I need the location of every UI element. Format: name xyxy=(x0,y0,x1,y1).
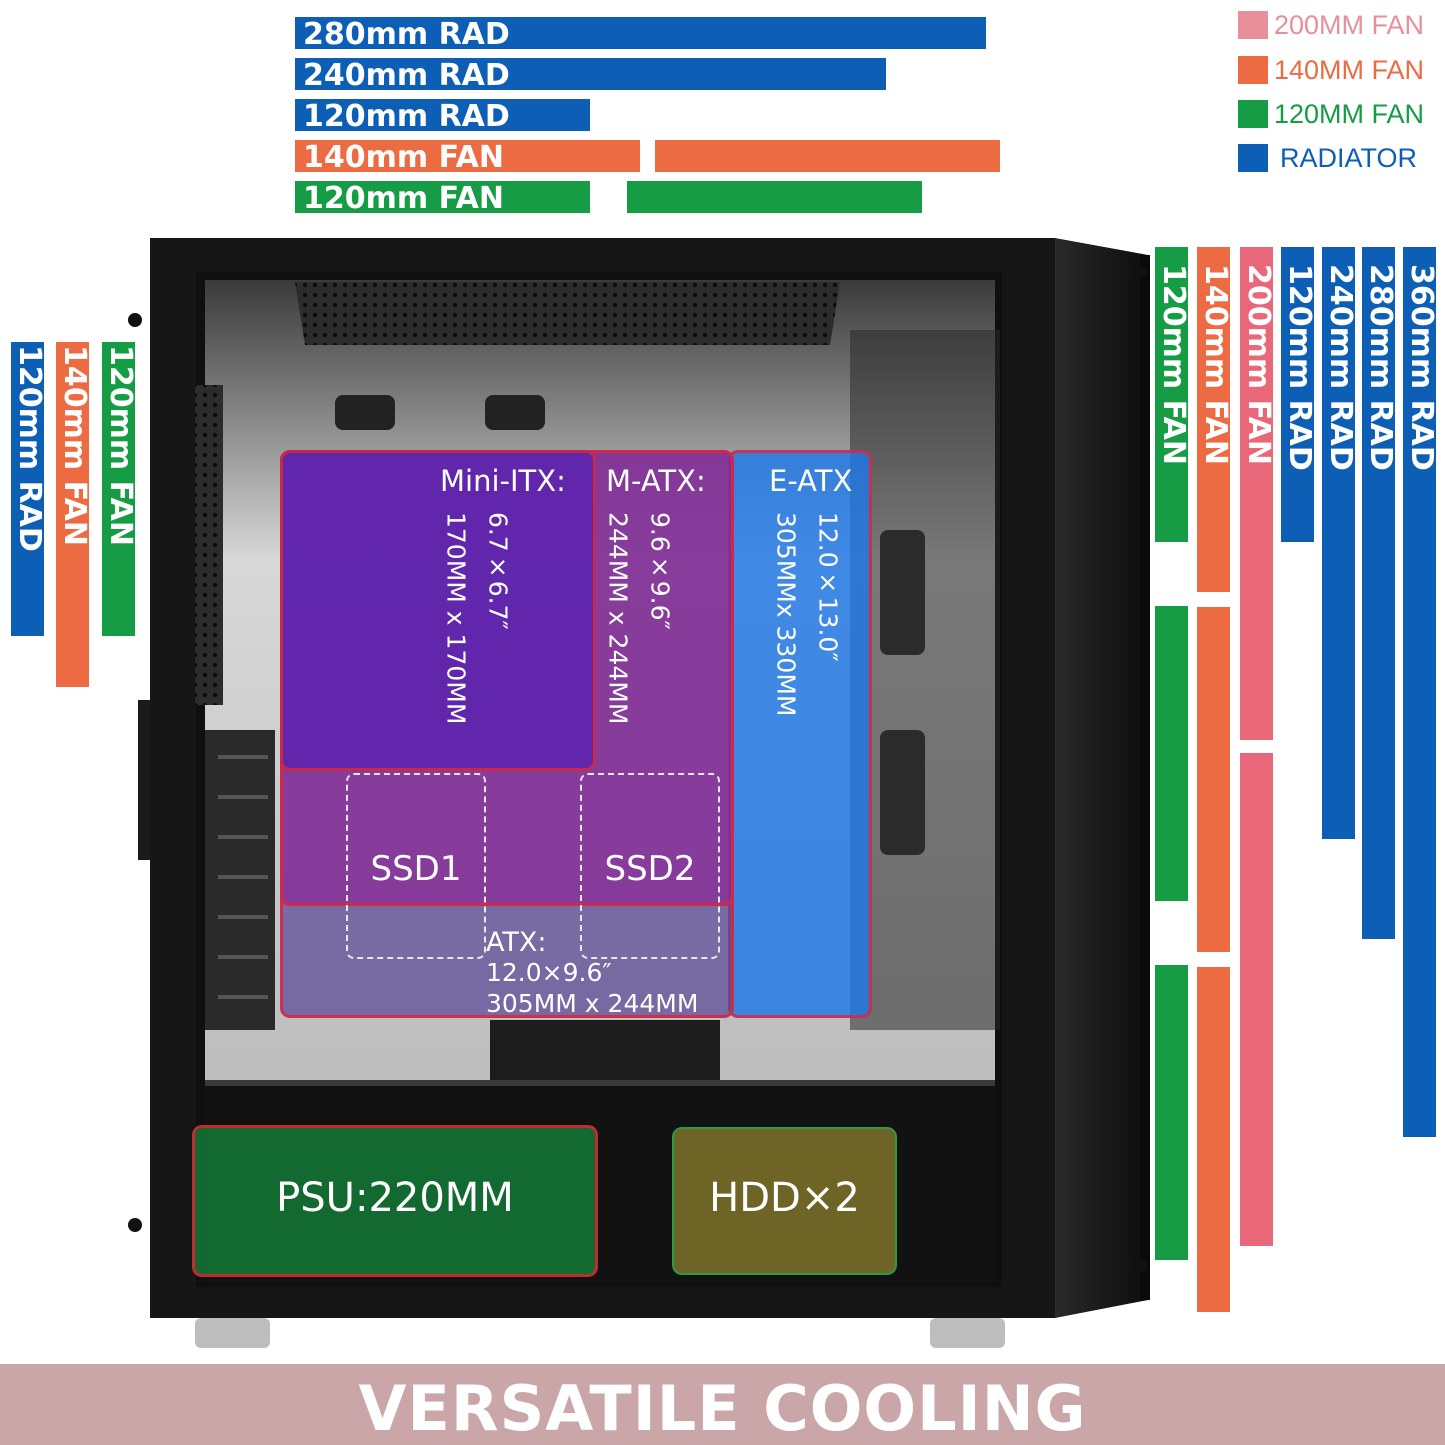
e-atx-mm: 305MMx 330MM xyxy=(771,512,801,717)
top-140mm-fan-bar-1 xyxy=(295,140,640,172)
front-120mm-fan-bar-1 xyxy=(1155,247,1188,542)
psu-bay xyxy=(192,1125,598,1277)
front-120mm-fan-bar-3 xyxy=(1155,965,1188,1260)
top-120mm-rad-bar xyxy=(295,99,590,131)
ssd2-label: SSD2 xyxy=(604,849,696,889)
front-360mm-rad-label: 360mm RAD xyxy=(1404,264,1439,471)
front-240mm-rad-bar xyxy=(1322,247,1355,839)
front-140mm-fan-bar-3 xyxy=(1197,967,1230,1312)
legend-swatch-120mm-fan xyxy=(1238,100,1268,128)
rear-120mm-fan-label: 120mm FAN xyxy=(103,345,138,546)
psu-label: PSU:220MM xyxy=(276,1175,514,1221)
front-200mm-fan-label: 200mm FAN xyxy=(1241,264,1276,465)
front-120mm-rad-bar xyxy=(1281,247,1314,542)
front-140mm-fan-label: 140mm FAN xyxy=(1198,264,1233,465)
mini-itx-board-outline xyxy=(280,450,596,771)
rear-120mm-rad-label: 120mm RAD xyxy=(12,345,47,552)
top-140mm-fan-label: 140mm FAN xyxy=(303,140,504,175)
atx-mm: 305MM x 244MM xyxy=(486,989,699,1018)
top-120mm-fan-bar-1 xyxy=(295,181,590,213)
front-200mm-fan-bar-1 xyxy=(1240,247,1273,740)
legend-label-120mm-fan: 120MM FAN xyxy=(1274,99,1425,129)
m-atx-title: M-ATX: xyxy=(606,464,706,498)
top-240mm-rad-bar xyxy=(295,58,886,90)
legend-swatch-140mm-fan xyxy=(1238,56,1268,84)
top-280mm-rad-label: 280mm RAD xyxy=(303,17,510,52)
mini-itx-inch: 6.7×6.7″ xyxy=(483,512,513,630)
front-280mm-rad-bar xyxy=(1362,247,1395,939)
front-280mm-rad-label: 280mm RAD xyxy=(1363,264,1398,471)
top-280mm-rad-bar xyxy=(295,17,986,49)
legend-label-140mm-fan: 140MM FAN xyxy=(1274,55,1425,85)
rear-120mm-rad-bar xyxy=(11,342,44,636)
atx-title: ATX: xyxy=(486,927,547,958)
front-120mm-rad-label: 120mm RAD xyxy=(1282,264,1317,471)
hdd-label: HDD×2 xyxy=(709,1175,860,1221)
ssd1-label: SSD1 xyxy=(370,849,462,889)
top-240mm-rad-label: 240mm RAD xyxy=(303,58,510,93)
hdd-bay xyxy=(672,1127,897,1275)
mini-itx-mm: 170MM x 170MM xyxy=(441,512,471,725)
ssd2-bay: SSD2 xyxy=(580,773,720,959)
ssd1-bay: SSD1 xyxy=(346,773,486,959)
front-200mm-fan-bar-2 xyxy=(1240,753,1273,1246)
e-atx-title: E-ATX xyxy=(769,464,853,498)
front-120mm-fan-label: 120mm FAN xyxy=(1156,264,1191,465)
m-atx-inch: 9.6×9.6″ xyxy=(645,512,675,630)
top-140mm-fan-bar-2 xyxy=(655,140,1000,172)
m-atx-mm: 244MM x 244MM xyxy=(603,512,633,725)
legend-swatch-200mm-fan xyxy=(1238,11,1268,39)
front-140mm-fan-bar-1 xyxy=(1197,247,1230,592)
rear-140mm-fan-label: 140mm FAN xyxy=(57,345,92,546)
top-120mm-fan-bar-2 xyxy=(627,181,922,213)
front-140mm-fan-bar-2 xyxy=(1197,607,1230,952)
legend-label-200mm-fan: 200MM FAN xyxy=(1274,10,1425,40)
front-360mm-rad-bar xyxy=(1403,247,1436,1137)
legend-swatch-radiator xyxy=(1238,144,1268,172)
footer-banner: VERSATILE COOLING xyxy=(0,1364,1445,1445)
e-atx-inch: 12.0×13.0″ xyxy=(813,512,843,662)
front-120mm-fan-bar-2 xyxy=(1155,606,1188,901)
footer-title: VERSATILE COOLING xyxy=(358,1372,1087,1445)
mini-itx-title: Mini-ITX: xyxy=(440,464,566,498)
rear-120mm-fan-bar xyxy=(102,342,135,636)
atx-inch: 12.0×9.6″ xyxy=(486,958,612,987)
rear-140mm-fan-bar xyxy=(56,342,89,687)
top-120mm-fan-label: 120mm FAN xyxy=(303,181,504,216)
front-240mm-rad-label: 240mm RAD xyxy=(1323,264,1358,471)
top-120mm-rad-label: 120mm RAD xyxy=(303,99,510,134)
legend-label-radiator: RADIATOR xyxy=(1280,143,1418,173)
